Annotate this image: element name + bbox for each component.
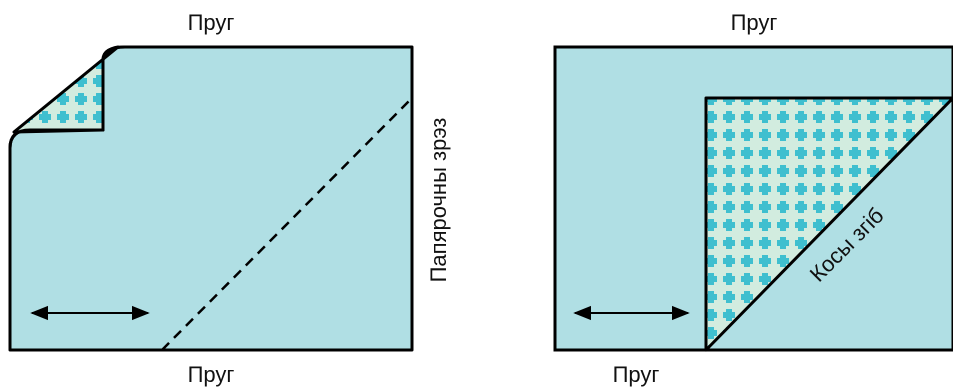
right-top-label: Пруг <box>731 10 778 35</box>
right-bottom-label: Пруг <box>613 362 660 387</box>
left-side-label: Папярочны зрэз <box>426 118 451 283</box>
left-bottom-label: Пруг <box>188 362 235 387</box>
left-dashed-fold-line <box>161 97 413 351</box>
right-diagram: Пруг Пруг Косы згіб <box>553 10 953 387</box>
left-diagram: Пруг Пруг Папярочны зрэз <box>8 10 451 387</box>
left-corner-curl <box>8 45 126 149</box>
right-folded-triangle <box>704 96 953 352</box>
left-top-label: Пруг <box>188 10 235 35</box>
